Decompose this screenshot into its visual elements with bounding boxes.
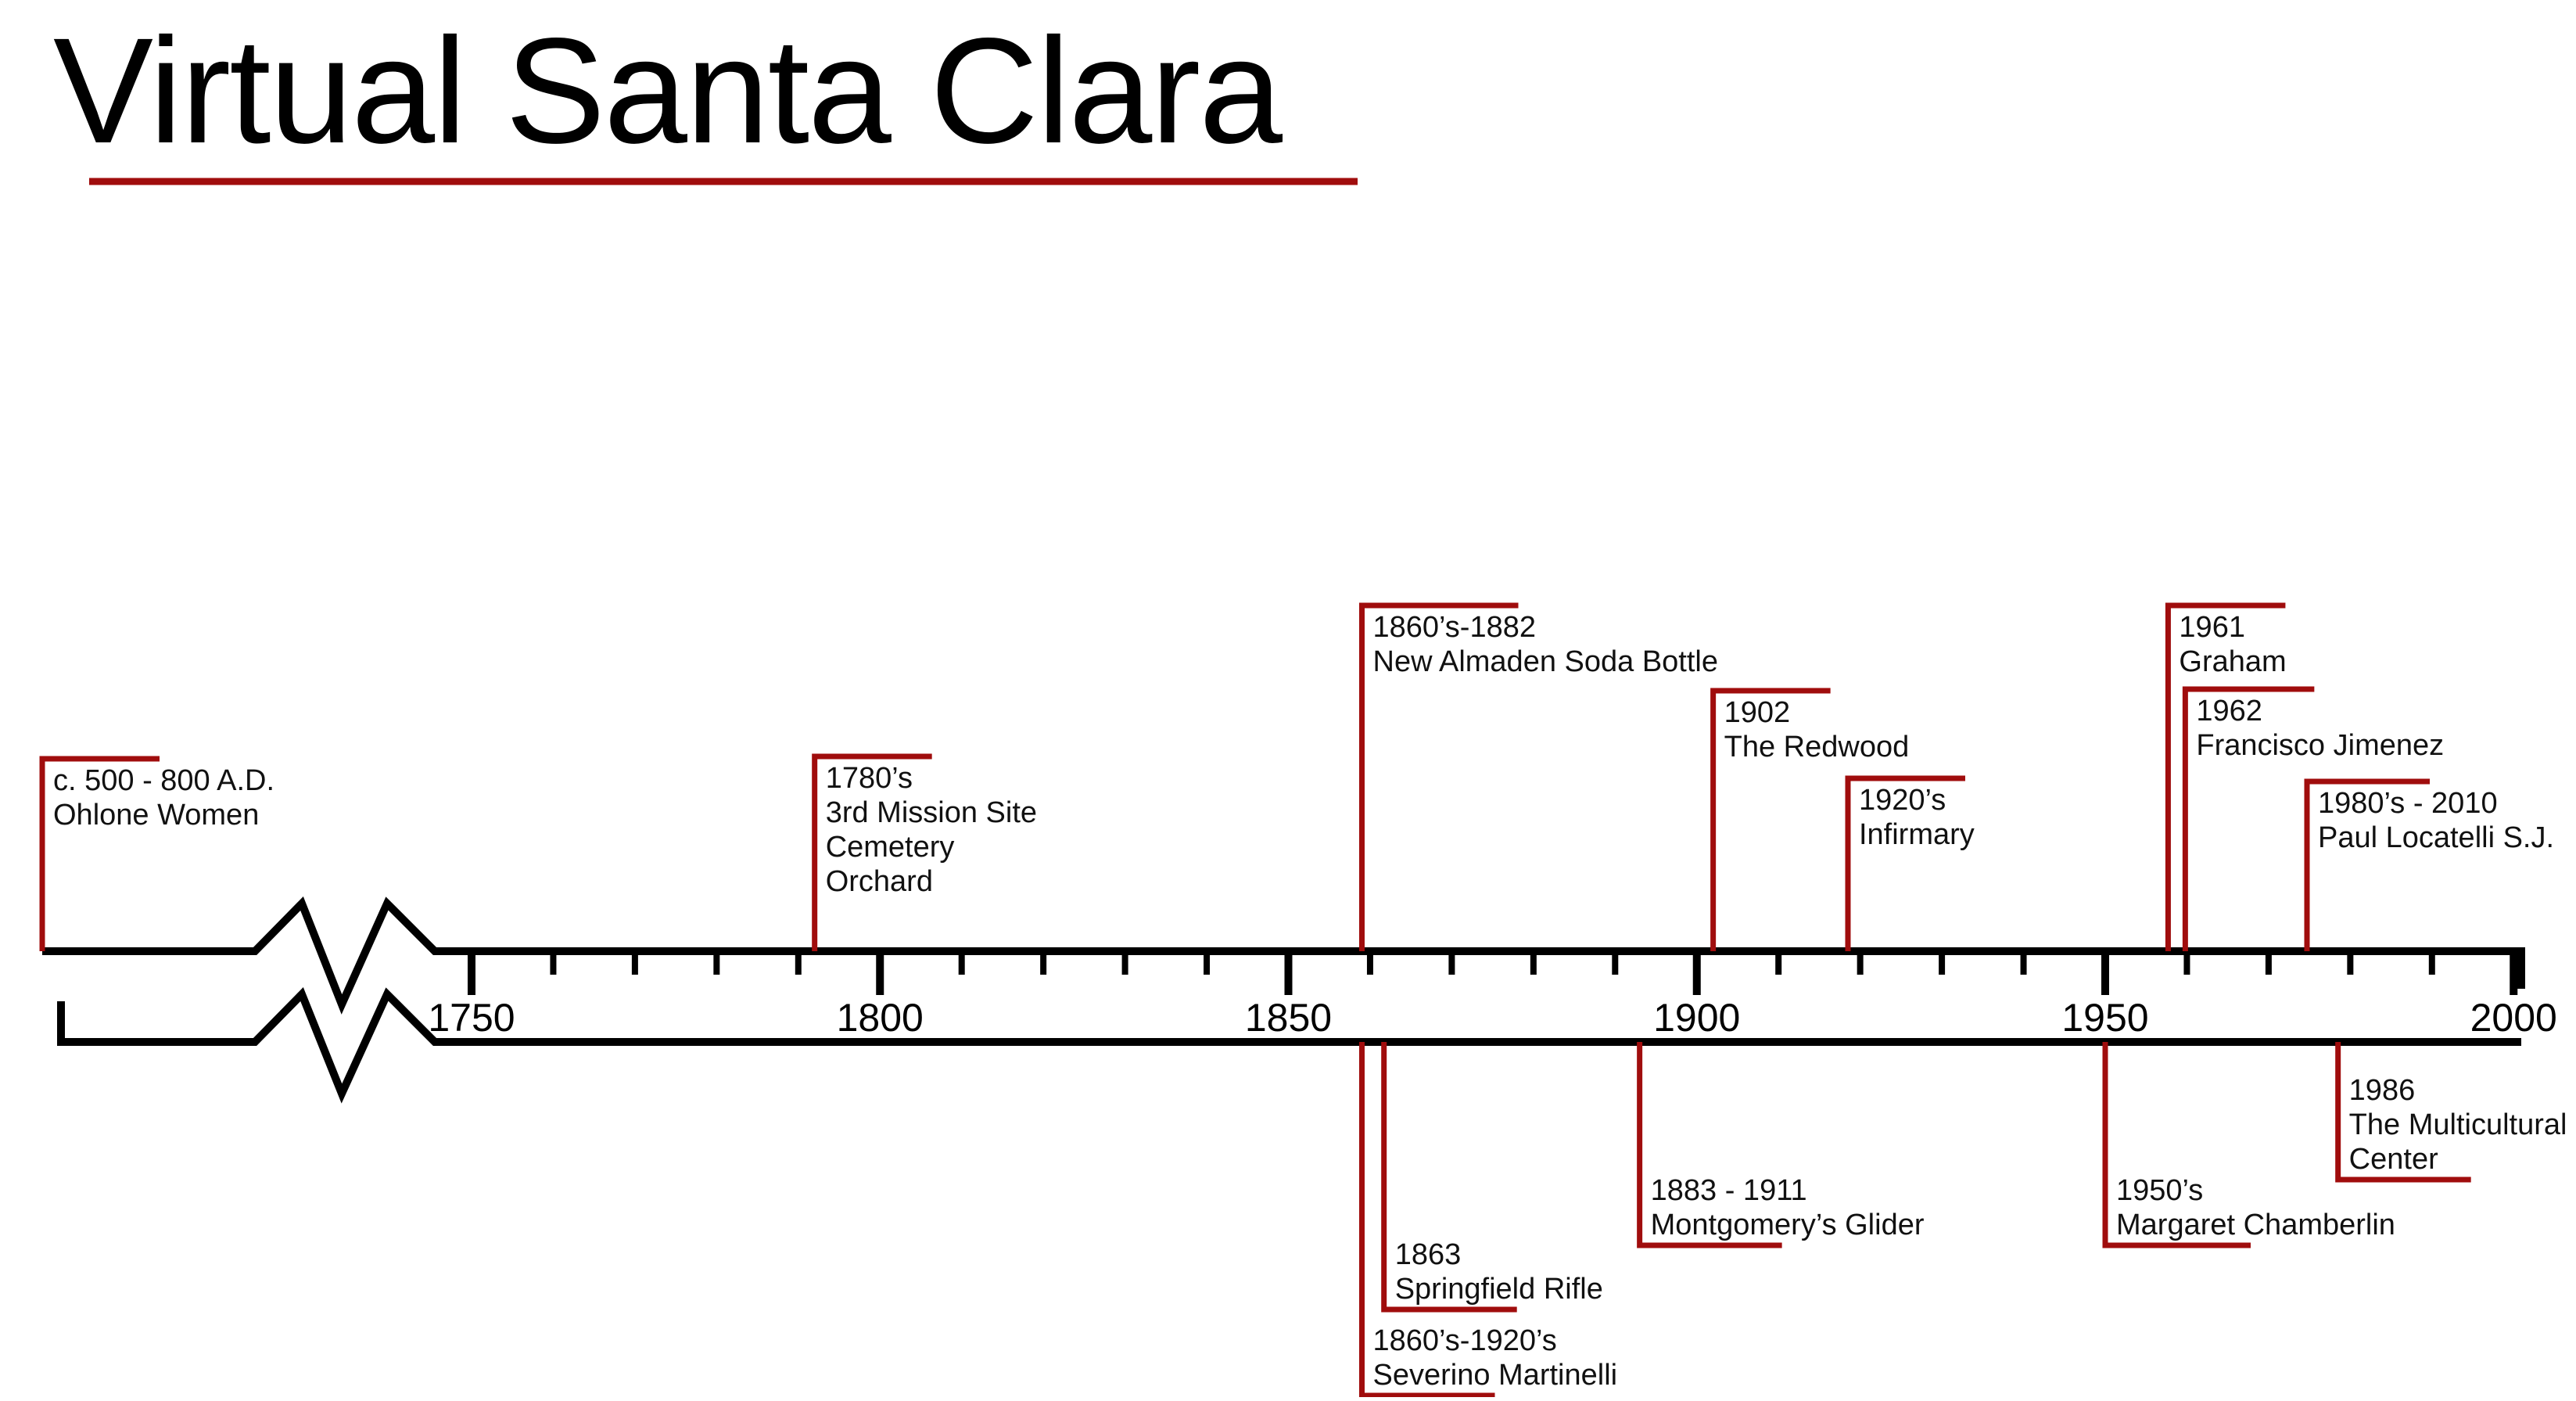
event-label-line: Cemetery: [826, 831, 955, 864]
event-above-ohlone: c. 500 - 800 A.D.Ohlone Women: [39, 756, 274, 951]
event-label-line: 1863: [1395, 1238, 1462, 1271]
event-bracket: [1845, 775, 1965, 951]
event-label-line: 1980’s - 2010: [2318, 787, 2498, 820]
event-label-line: 1950’s: [2116, 1174, 2203, 1207]
year-label: 1950: [2061, 996, 2148, 1040]
year-label: 1800: [837, 996, 924, 1040]
event-bracket: [2165, 602, 2286, 951]
event-bracket: [812, 753, 932, 951]
event-label-line: 1962: [2196, 695, 2262, 727]
event-label-line: New Almaden Soda Bottle: [1373, 645, 1718, 678]
event-label-line: 1780’s: [826, 762, 913, 795]
year-label: 1900: [1653, 996, 1740, 1040]
axis-top-line: [42, 896, 2525, 1015]
event-label-line: Severino Martinelli: [1373, 1359, 1618, 1392]
event-label-line: 1860’s-1920’s: [1373, 1324, 1557, 1357]
event-label-line: Ohlone Women: [53, 799, 259, 832]
page-title: Virtual Santa Clara: [53, 6, 1283, 174]
event-bracket: [1381, 1042, 1517, 1313]
event-label-line: Paul Locatelli S.J.: [2318, 821, 2554, 854]
event-label-line: 1860’s-1882: [1373, 611, 1536, 644]
event-bracket: [1359, 1042, 1495, 1399]
year-label: 1750: [428, 996, 515, 1040]
axis-ticks: [468, 951, 2518, 995]
event-bracket: [1637, 1042, 1782, 1248]
event-label-line: 1883 - 1911: [1651, 1174, 1807, 1207]
event-label-line: The Multicultural: [2349, 1108, 2567, 1141]
event-label-line: 1920’s: [1859, 784, 1946, 817]
event-label-line: Center: [2349, 1143, 2438, 1176]
event-label-line: Springfield Rifle: [1395, 1273, 1603, 1306]
event-bracket: [2182, 686, 2315, 951]
event-label-line: 1902: [1724, 696, 1791, 729]
event-label-line: 1961: [2179, 611, 2245, 644]
year-labels: 1750 1800 1850 1900 1950 2000: [428, 996, 2556, 1040]
year-label: 2000: [2470, 996, 2557, 1040]
event-bracket: [2304, 778, 2430, 951]
event-bracket: [39, 756, 160, 951]
event-bracket: [2335, 1042, 2471, 1183]
event-label-line: Francisco Jimenez: [2196, 729, 2444, 762]
event-label-line: Montgomery’s Glider: [1651, 1209, 1925, 1241]
event-bracket: [1359, 602, 1519, 951]
event-label-line: 1986: [2349, 1074, 2416, 1107]
event-label-line: Orchard: [826, 865, 933, 898]
event-label-line: The Redwood: [1724, 731, 1910, 763]
event-label-line: Margaret Chamberlin: [2116, 1209, 2395, 1241]
event-label-line: 3rd Mission Site: [826, 796, 1037, 829]
axis-bottom-line: [57, 987, 2521, 1104]
event-label-line: Infirmary: [1859, 818, 1975, 851]
event-bracket: [1710, 688, 1831, 951]
year-label: 1850: [1245, 996, 1332, 1040]
event-label-line: Graham: [2179, 645, 2286, 678]
timeline-axis: [42, 896, 2525, 1104]
event-label-line: c. 500 - 800 A.D.: [53, 764, 274, 797]
event-bracket: [2102, 1042, 2251, 1248]
